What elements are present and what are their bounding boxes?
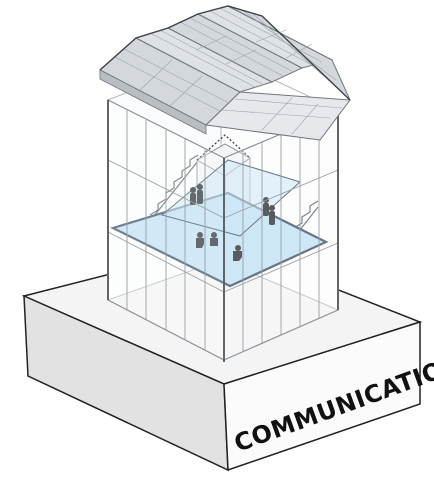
communication-pavilion-diagram: COMMUNICATION — [0, 0, 434, 480]
